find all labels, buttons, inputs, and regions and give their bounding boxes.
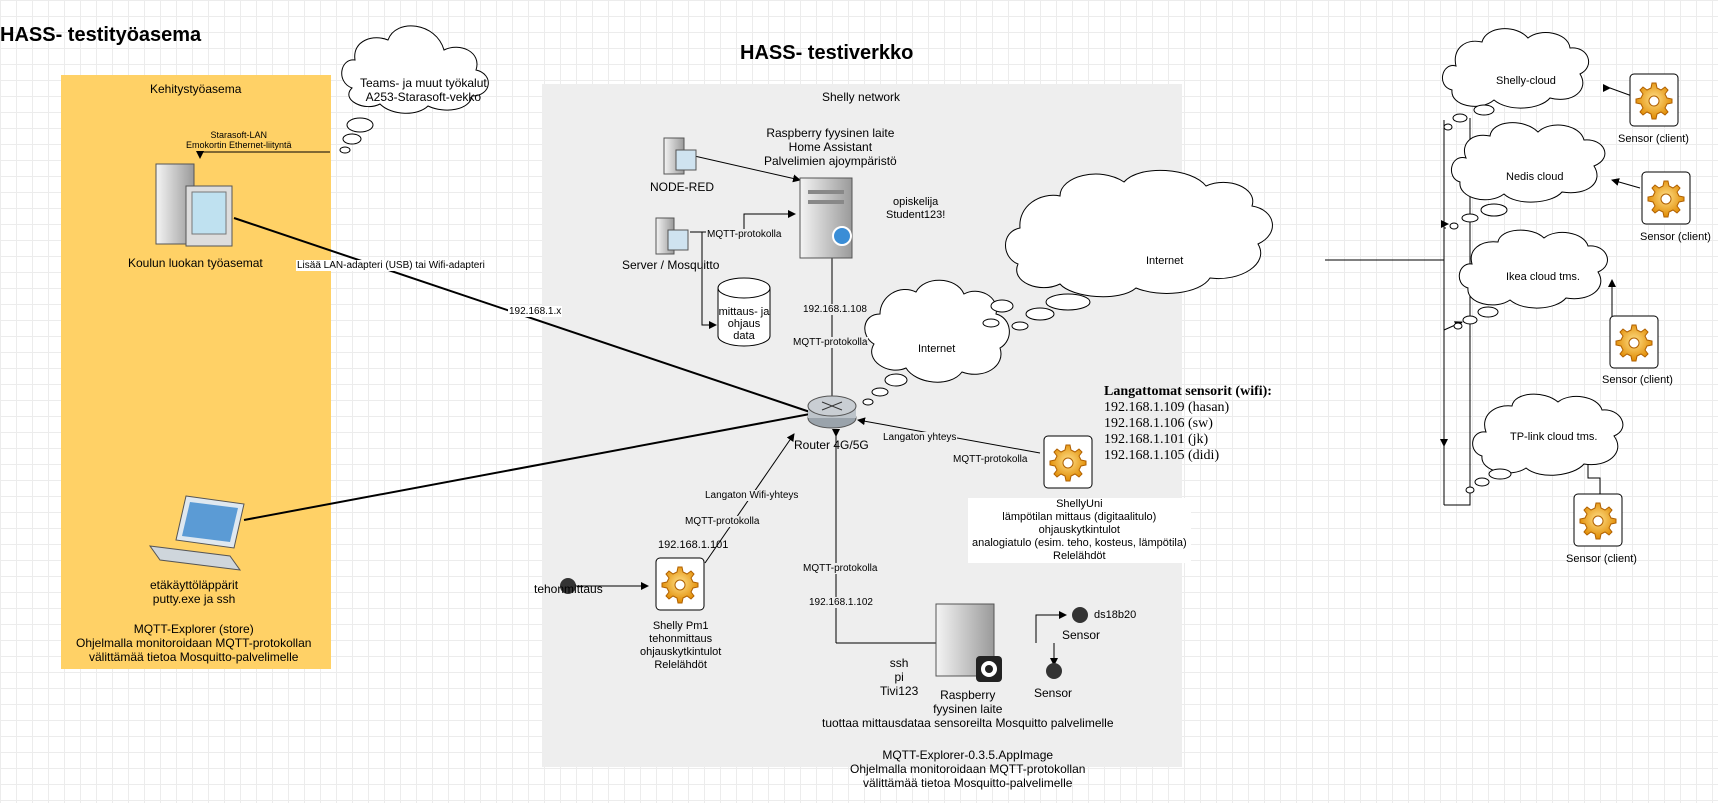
wifi-conn-label: Langaton Wifi-yhteys bbox=[704, 490, 800, 501]
shelly-pm1-gear bbox=[655, 557, 705, 611]
router-label: Router 4G/5G bbox=[794, 438, 869, 452]
sensor-client-4-gear bbox=[1573, 493, 1623, 547]
shelly-pm1-label: Shelly Pm1 tehonmittaus ohjauskytkintulo… bbox=[640, 620, 722, 671]
rpi2-ip-label: 192.168.1.102 bbox=[808, 597, 874, 608]
raspberry2-label: Raspberry fyysinen laite tuottaa mittaus… bbox=[822, 688, 1114, 730]
home-assistant-server-icon bbox=[799, 177, 853, 259]
pc-icon bbox=[155, 163, 233, 247]
pc-label: Koulun luokan työasemat bbox=[128, 256, 263, 270]
workstation-title: HASS- testityöasema bbox=[0, 24, 202, 46]
laptop-icon bbox=[148, 495, 245, 571]
sensor-client-1-label: Sensor (client) bbox=[1618, 133, 1689, 145]
ssh-credentials-label: ssh pi Tivi123 bbox=[880, 656, 919, 698]
router-icon bbox=[807, 395, 857, 429]
server-mosquitto-label: Server / Mosquitto bbox=[622, 258, 720, 272]
mqtt-explorer-appimage-text: MQTT-Explorer-0.3.5.AppImage Ohjelmalla … bbox=[850, 748, 1086, 790]
database-label: mittaus- ja ohjaus data bbox=[718, 306, 770, 342]
mqtt-protocol-label-3: MQTT-protokolla bbox=[952, 454, 1029, 465]
sensor-client-1-gear bbox=[1629, 73, 1679, 127]
credentials-label: opiskelija Student123! bbox=[886, 196, 946, 221]
database-icon bbox=[717, 277, 771, 347]
sensor-client-2-gear bbox=[1641, 171, 1691, 225]
sensor-client-2-label: Sensor (client) bbox=[1640, 231, 1711, 243]
internet-large-label: Internet bbox=[1146, 255, 1184, 267]
nedis-cloud-label: Nedis cloud bbox=[1506, 171, 1564, 183]
home-assistant-label: Raspberry fyysinen laite Home Assistant … bbox=[764, 126, 897, 168]
laptop-label: etäkäyttöläppärit putty.exe ja ssh bbox=[150, 578, 239, 606]
shelly-network-label: Shelly network bbox=[822, 90, 901, 104]
sensor-client-3-gear bbox=[1609, 315, 1659, 369]
wireless-sensors-list: Langattomat sensorit (wifi): 192.168.1.1… bbox=[1104, 384, 1272, 463]
network-title: HASS- testiverkko bbox=[740, 42, 914, 64]
ikea-cloud-label: Ikea cloud tms. bbox=[1506, 271, 1580, 283]
ds18b20-label: ds18b20 bbox=[1094, 609, 1137, 621]
shelly-uni-gear bbox=[1043, 435, 1093, 489]
sensor-label-b: Sensor bbox=[1034, 686, 1073, 700]
wireless-conn-label: Langaton yhteys bbox=[882, 432, 958, 443]
ip-range-label: 192.168.1.x bbox=[508, 306, 563, 317]
sensor-client-4-label: Sensor (client) bbox=[1566, 553, 1637, 565]
ds18b20-dot bbox=[1072, 607, 1088, 623]
dev-zone-box bbox=[61, 75, 331, 669]
sensor-dot bbox=[1046, 663, 1062, 679]
tplink-cloud-label: TP-link cloud tms. bbox=[1510, 431, 1598, 443]
internet-small-label: Internet bbox=[918, 343, 956, 355]
power-meter-label: tehonmittaus bbox=[534, 582, 603, 596]
lan-label: Starasoft-LAN Emokortin Ethernet-liitynt… bbox=[186, 130, 292, 150]
mqtt-protocol-label-5: MQTT-protokolla bbox=[802, 563, 879, 574]
shelly-uni-label: ShellyUni lämpötilan mittaus (digitaalit… bbox=[968, 498, 1191, 563]
mosquitto-icon bbox=[655, 217, 689, 255]
power-meter-dot bbox=[560, 578, 576, 594]
mqtt-explorer-store-text: MQTT-Explorer (store) Ohjelmalla monitor… bbox=[76, 622, 312, 664]
node-red-label: NODE-RED bbox=[650, 180, 715, 194]
mqtt-protocol-label-1: MQTT-protokolla bbox=[706, 229, 783, 240]
ha-ip-label: 192.168.1.108 bbox=[802, 304, 868, 315]
raspberry-server-icon bbox=[935, 603, 1002, 682]
shelly-cloud-label: Shelly-cloud bbox=[1496, 75, 1556, 87]
pm1-ip-label: 192.168.1.101 bbox=[658, 539, 729, 551]
sensor-label-a: Sensor bbox=[1062, 628, 1101, 642]
dev-zone-label: Kehitystyöasema bbox=[150, 82, 242, 96]
sensor-client-3-label: Sensor (client) bbox=[1602, 374, 1673, 386]
adapter-label: Lisää LAN-adapteri (USB) tai Wifi-adapte… bbox=[296, 260, 486, 271]
node-red-icon bbox=[663, 137, 697, 175]
mqtt-protocol-label-2: MQTT-protokolla bbox=[792, 337, 869, 348]
teams-cloud-text: Teams- ja muut työkalut A253-Starasoft-v… bbox=[360, 76, 487, 104]
mqtt-protocol-label-4: MQTT-protokolla bbox=[684, 516, 761, 527]
